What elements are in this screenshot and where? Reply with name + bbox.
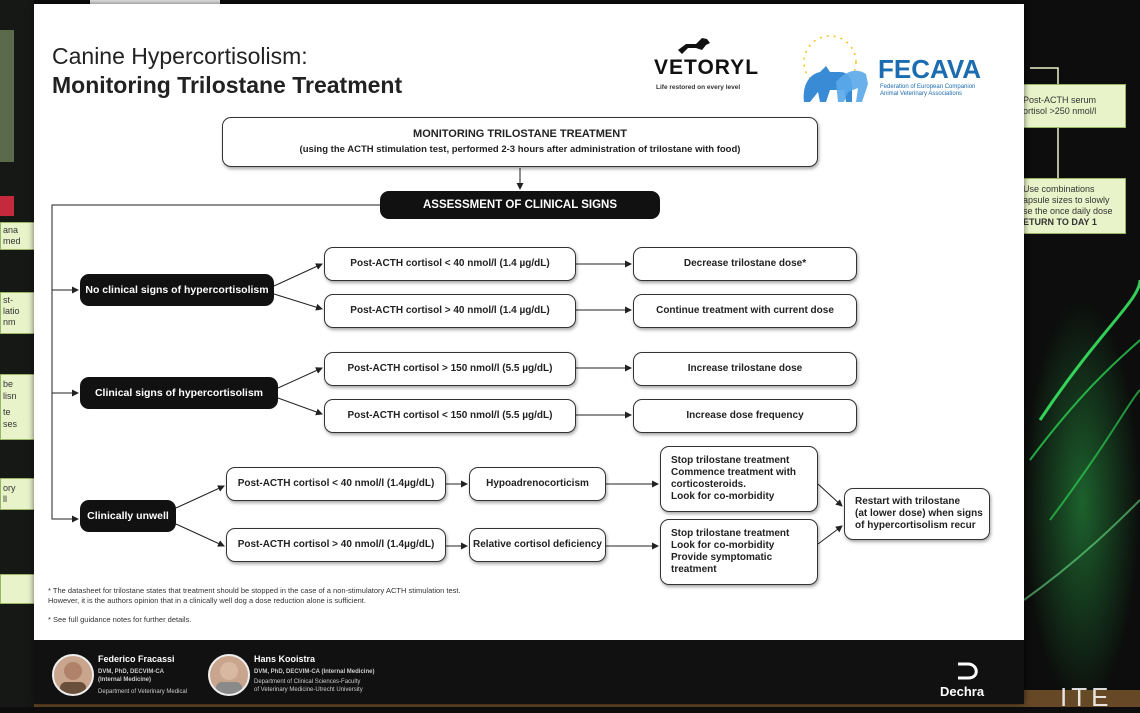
author1-cred1: DVM, PhD, DECVIM-CA xyxy=(98,669,164,675)
author1-cred2: (Internal Medicine) xyxy=(98,677,152,683)
background-left-fragment-4: ory ll xyxy=(0,478,36,510)
condition-box-b1: Post-ACTH cortisol > 150 nmol/l (5.5 µg/… xyxy=(324,352,576,386)
restart-box: Restart with trilostane (at lower dose) … xyxy=(844,488,990,540)
fragment-text: ory xyxy=(3,483,16,493)
background-left-fragment-3: be lisn te ses xyxy=(0,374,36,440)
clinically-unwell-box: Clinically unwell xyxy=(80,500,176,532)
author2-dept1: Department of Clinical Sciences-Faculty xyxy=(254,679,361,685)
author1-credentials: DVM, PhD, DECVIM-CA (Internal Medicine) xyxy=(98,668,164,684)
action-c2-line3: Provide symptomatic xyxy=(671,552,773,563)
header-box-subtitle: (using the ACTH stimulation test, perfor… xyxy=(299,144,741,155)
condition-box-b2: Post-ACTH cortisol < 150 nmol/l (5.5 µg/… xyxy=(324,399,576,433)
clinical-signs-box: Clinical signs of hypercortisolism xyxy=(80,377,278,409)
author1-avatar xyxy=(52,654,94,696)
condition-box-a2: Post-ACTH cortisol > 40 nmol/l (1.4 µg/d… xyxy=(324,294,576,328)
action-c2-line2: Look for co-morbidity xyxy=(671,540,775,551)
monitoring-header-box: MONITORING TRILOSTANE TREATMENT (using t… xyxy=(222,117,818,167)
condition-box-c1: Post-ACTH cortisol < 40 nmol/l (1.4µg/dL… xyxy=(226,467,446,501)
slide-title: Canine Hypercortisolism: Monitoring Tril… xyxy=(52,42,402,100)
dechra-wordmark: Dechra xyxy=(940,684,985,699)
vetoryl-wordmark: VETORYL xyxy=(654,56,760,79)
action-c2-line4: treatment xyxy=(671,564,717,575)
restart-line1: Restart with trilostane xyxy=(855,496,961,507)
diagnosis-box-c1: Hypoadrenocorticism xyxy=(469,467,606,501)
action-box-c2: Stop trilostane treatment Look for co-mo… xyxy=(660,519,818,585)
header-box-title: MONITORING TRILOSTANE TREATMENT xyxy=(413,128,627,140)
title-line2: Monitoring Trilostane Treatment xyxy=(52,72,403,98)
action-box-b1: Increase trilostane dose xyxy=(633,352,857,386)
action-box-b2: Increase dose frequency xyxy=(633,399,857,433)
fecava-wordmark: FECAVA xyxy=(878,54,982,84)
background-box-1-line1: Post-ACTH serum xyxy=(1023,95,1097,105)
title-line1: Canine Hypercortisolism: xyxy=(52,43,308,69)
assessment-box: ASSESSMENT OF CLINICAL SIGNS xyxy=(380,191,660,219)
dog-silhouette-icon xyxy=(678,38,710,54)
action-c1-line2: Commence treatment with xyxy=(671,467,797,478)
fragment-text: med xyxy=(3,236,21,246)
flowchart-connectors xyxy=(51,168,843,550)
background-bottom-right-text: ITE xyxy=(1060,682,1113,712)
action-c2-line1: Stop trilostane treatment xyxy=(671,528,790,539)
author2-dept2: of Veterinary Medicine-Utrecht Universit… xyxy=(254,687,363,693)
fragment-text: lisn xyxy=(3,391,17,401)
fecava-sub2: Animal Veterinary Associations xyxy=(880,91,963,97)
author1-department: Department of Veterinary Medical xyxy=(98,689,188,695)
fragment-text: latio xyxy=(3,306,20,316)
author2-avatar xyxy=(208,654,250,696)
action-c1-line4: Look for co-morbidity xyxy=(671,491,775,502)
background-left-fragment-1: ana med xyxy=(0,222,36,250)
action-c1-line1: Stop trilostane treatment xyxy=(671,455,790,466)
author2-name: Hans Kooistra xyxy=(254,654,316,664)
action-c1-line3: corticosteroids. xyxy=(671,479,747,490)
author1-portrait-icon xyxy=(60,662,86,694)
author1-name: Federico Fracassi xyxy=(98,654,175,664)
vetoryl-logo: VETORYL Life restored on every level xyxy=(654,34,774,94)
author2-credentials: DVM, PhD, DECVIM-CA (Internal Medicine) xyxy=(254,669,375,675)
background-box-2-line2: apsule sizes to slowly xyxy=(1023,195,1110,205)
vetoryl-tagline: Life restored on every level xyxy=(656,84,741,91)
dechra-mark-icon xyxy=(958,662,978,680)
background-box-1: Post-ACTH serum ortisol >250 nmol/l xyxy=(1018,84,1126,128)
no-clinical-signs-box: No clinical signs of hypercortisolism xyxy=(80,274,274,306)
authors-footer: Federico Fracassi DVM, PhD, DECVIM-CA (I… xyxy=(34,640,1024,704)
background-box-1-line2: ortisol >250 nmol/l xyxy=(1023,106,1097,116)
fecava-sub1: Federation of European Companion xyxy=(880,84,976,90)
footnote-1-line1: * The datasheet for trilostane states th… xyxy=(48,586,461,595)
fragment-text: ana xyxy=(3,225,19,235)
fragment-text: ses xyxy=(3,419,18,429)
background-box-2: Use combinations apsule sizes to slowly … xyxy=(1018,178,1126,234)
author2-department: Department of Clinical Sciences-Faculty … xyxy=(254,678,363,694)
background-box-2-line3: se the once daily dose xyxy=(1023,206,1113,216)
condition-box-a1: Post-ACTH cortisol < 40 nmol/l (1.4 µg/d… xyxy=(324,247,576,281)
fragment-text: te xyxy=(3,407,11,417)
fragment-text: ll xyxy=(3,494,7,504)
fecava-emblem-icon xyxy=(803,35,868,102)
action-box-a1: Decrease trilostane dose* xyxy=(633,247,857,281)
fragment-text: nm xyxy=(3,317,16,327)
footnote-1-line2: However, it is the authors opinion that … xyxy=(48,596,366,605)
fecava-logo: FECAVA Federation of European Companion … xyxy=(786,32,996,108)
author2-portrait-icon xyxy=(216,662,242,694)
footnote-2: * See full guidance notes for further de… xyxy=(48,615,192,624)
action-box-c1: Stop trilostane treatment Commence treat… xyxy=(660,446,818,512)
background-box-2-line1: Use combinations xyxy=(1023,184,1095,194)
background-box-2-line4: ETURN TO DAY 1 xyxy=(1023,217,1097,227)
restart-line2: (at lower dose) when signs xyxy=(855,508,983,519)
fragment-text: st- xyxy=(3,295,13,305)
condition-box-c2: Post-ACTH cortisol > 40 nmol/l (1.4µg/dL… xyxy=(226,528,446,562)
action-box-a2: Continue treatment with current dose xyxy=(633,294,857,328)
footnote-1: * The datasheet for trilostane states th… xyxy=(48,586,461,606)
diagnosis-box-c2: Relative cortisol deficiency xyxy=(469,528,606,562)
slide-canvas: Canine Hypercortisolism: Monitoring Tril… xyxy=(34,4,1024,704)
background-left-fragment-2: st- latio nm xyxy=(0,292,36,334)
restart-line3: of hypercortisolism recur xyxy=(855,520,976,531)
fecava-subtitle: Federation of European Companion Animal … xyxy=(880,84,975,98)
background-left-fragment-5 xyxy=(0,574,36,604)
fragment-text: be xyxy=(3,379,14,389)
